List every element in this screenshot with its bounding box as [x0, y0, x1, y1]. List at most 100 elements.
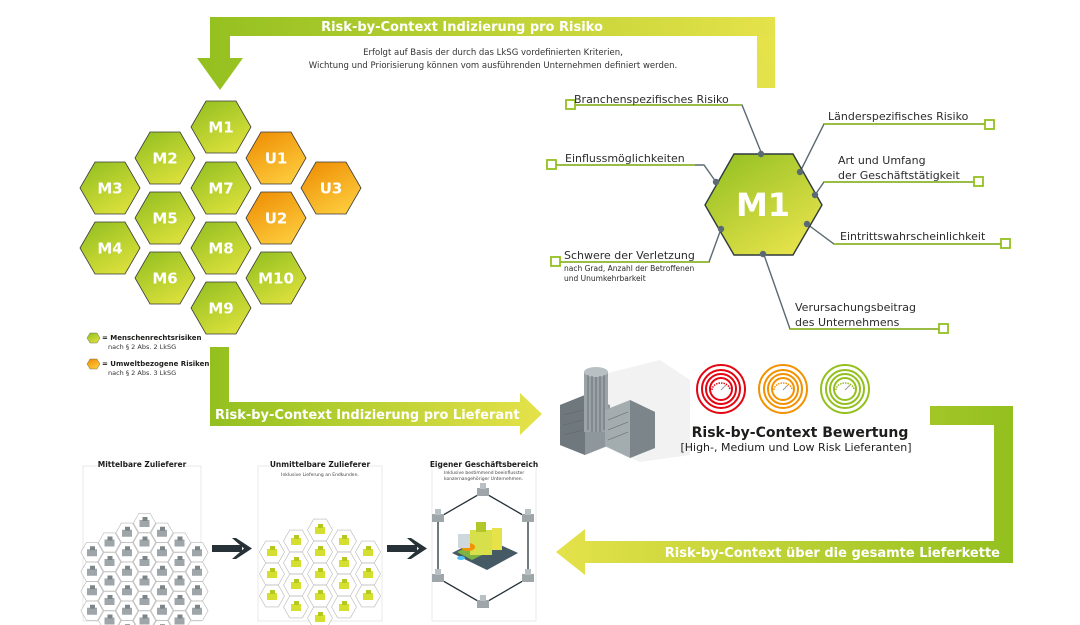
indirect-supplier-node — [80, 542, 104, 563]
own-business-site-icon — [522, 509, 534, 522]
legend-subtitle: nach § 2 Abs. 2 LkSG — [108, 343, 176, 351]
hexagon-shape — [190, 100, 252, 154]
building-icon — [174, 617, 185, 625]
indirect-supplier-node — [80, 561, 104, 582]
panel-title: Mittelbare Zulieferer — [98, 460, 187, 469]
hexagon-shape — [245, 131, 307, 185]
hexagon-label: M4 — [97, 240, 122, 258]
building-icon — [104, 598, 115, 605]
direct-supplier-node — [331, 573, 357, 597]
building-icon — [139, 559, 150, 566]
building-roof — [125, 565, 130, 570]
building-roof — [107, 575, 113, 580]
risk-hexagon-m2: M2 — [134, 131, 196, 185]
indirect-supplier-node — [98, 571, 121, 592]
building-roof — [107, 536, 113, 541]
own-business-site-icon — [477, 483, 489, 496]
orange-hexagon-icon — [86, 358, 101, 370]
building-roof — [318, 590, 323, 594]
building-icon — [291, 538, 301, 545]
criterion-checkbox — [1000, 238, 1011, 249]
building-icon — [363, 593, 373, 600]
risk-hexagon-m5: M5 — [134, 191, 196, 245]
indirect-supplier-node — [185, 542, 209, 563]
criterion-checkbox — [565, 99, 576, 110]
risk-hexagon-m8: M8 — [190, 221, 252, 275]
indirect-supplier-node — [115, 561, 139, 582]
gauge-needle — [844, 384, 851, 391]
indirect-supplier-node — [115, 581, 139, 602]
building-roof — [294, 579, 299, 583]
building-icon — [139, 539, 150, 547]
criterion-label: Einflussmöglichkeiten — [565, 152, 685, 165]
own-business-nodes — [432, 483, 534, 608]
risk-hexagon-u1: U1 — [245, 131, 307, 185]
building-icon — [174, 559, 185, 566]
own-business-site-icon — [432, 509, 444, 522]
bottom-banner-arrow — [556, 406, 1013, 575]
rating-ring — [820, 364, 870, 414]
building-roof — [366, 546, 371, 550]
building-icon — [315, 571, 325, 578]
building-icon — [87, 588, 97, 596]
rating-ring — [763, 369, 803, 409]
hexagon-shape — [79, 221, 141, 275]
legend: = Menschenrechtsrisiken nach § 2 Abs. 2 … — [86, 332, 209, 377]
hexagon-shape — [134, 131, 196, 185]
m1-criteria-diagram: M1 Branchenspezifisches Risiko Länderspe… — [546, 93, 1011, 334]
risk-hexagon-m4: M4 — [79, 221, 141, 275]
building-icon — [122, 529, 132, 537]
building-icon — [192, 588, 202, 596]
building-roof — [160, 585, 165, 590]
direct-supplier-node — [355, 562, 381, 586]
building-icon — [267, 549, 277, 556]
building-icon — [267, 571, 277, 578]
direct-supplier-node — [259, 584, 285, 608]
gauge-icon — [711, 382, 731, 391]
building-icon — [87, 607, 97, 615]
panel-direct-suppliers: Unmittelbare Zulieferer Inklusive Liefer… — [257, 460, 383, 625]
building-icon — [122, 568, 132, 576]
building-icon — [291, 604, 301, 611]
top-banner-title: Risk-by-Context Indizierung pro Risiko — [321, 20, 603, 35]
direct-supplier-node — [307, 540, 333, 564]
indirect-supplier-node — [98, 591, 121, 611]
indirect-supplier-node — [168, 610, 191, 625]
building-icon — [315, 549, 325, 556]
hexagon-shape — [190, 281, 252, 335]
direct-supplier-node — [307, 606, 333, 625]
building-roof — [294, 535, 299, 539]
rating-ring — [767, 373, 799, 405]
rating-icon-high — [696, 364, 746, 414]
direct-supplier-node — [307, 562, 333, 586]
legend-subtitle: nach § 2 Abs. 3 LkSG — [108, 369, 176, 377]
own-business-site-icon — [522, 569, 534, 582]
building-roof — [318, 546, 323, 550]
building-roof — [107, 556, 113, 560]
rating-subtitle: [High-, Medium und Low Risk Lieferanten] — [680, 441, 911, 454]
building-icon — [157, 529, 167, 537]
rating-ring — [771, 377, 795, 401]
direct-supplier-grid — [259, 518, 381, 625]
building-icon — [139, 520, 150, 527]
building-roof — [90, 585, 95, 590]
rating-ring — [833, 377, 857, 401]
building-icon — [104, 578, 115, 586]
building-roof — [177, 536, 183, 541]
rating-icon-low — [820, 364, 870, 414]
direct-supplier-node — [307, 584, 333, 608]
building-icon — [363, 571, 373, 578]
building-icon — [192, 568, 202, 576]
panel-subtitle: konzernangehöriger Unternehmen. — [444, 476, 523, 482]
building-icon — [315, 593, 325, 600]
building-roof — [342, 557, 347, 561]
rating-ring — [829, 373, 861, 405]
flow-arrow-2 — [387, 538, 427, 559]
supplier-banner-title: Risk-by-Context Indizierung pro Lieferan… — [215, 408, 520, 423]
criterion-label: Branchenspezifisches Risiko — [574, 93, 729, 106]
building-roof — [195, 585, 200, 590]
building-roof — [142, 536, 148, 541]
building-roof — [160, 526, 165, 531]
own-business-site-icon — [432, 569, 444, 582]
